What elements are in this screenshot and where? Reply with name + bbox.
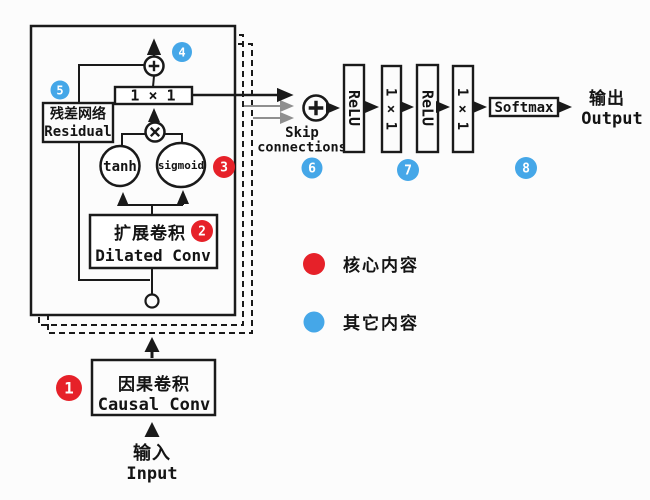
conv-1x1-label: 1 × 1 (130, 87, 175, 105)
badge-2: 2 (191, 220, 213, 242)
plus-icon-residual (148, 60, 160, 72)
dilated-conv-en: Dilated Conv (95, 246, 211, 265)
relu2-label: ReLU (419, 90, 437, 126)
badge-1-circle (56, 375, 82, 401)
badge-3: 3 (213, 156, 235, 178)
badge-3-digit: 3 (220, 161, 228, 176)
residual-label-zh: 残差网络 (50, 106, 106, 122)
conv2-label: 1 × 1 (454, 88, 470, 130)
badge-7-circle (397, 159, 419, 181)
causal-conv-box (90, 358, 217, 417)
plus-icon-skip (308, 100, 324, 116)
legend-core-label: 核心内容 (343, 255, 419, 275)
sigmoid-label: sigmoid (158, 159, 204, 172)
badge-4-digit: 4 (178, 46, 185, 60)
output-label-zh: 输出 (589, 88, 625, 108)
dilated-conv-zh: 扩展卷积 (114, 223, 186, 243)
badge-7-digit: 7 (404, 164, 412, 179)
badge-2-circle (191, 220, 213, 242)
causal-conv-en: Causal Conv (98, 395, 211, 415)
badge-8: 8 (515, 157, 537, 179)
residual-label-en: Residual (44, 124, 111, 140)
residual-bypass-line (78, 64, 150, 281)
badge-2-digit: 2 (198, 225, 206, 240)
sigmoid-node (155, 141, 207, 189)
causal-conv-zh: 因果卷积 (118, 374, 190, 394)
block-input-node (144, 293, 160, 309)
input-label-zh: 输入 (133, 442, 171, 463)
skip-label-line1: Skip (285, 125, 319, 141)
relu1-label: ReLU (345, 90, 363, 126)
badge-8-digit: 8 (522, 162, 530, 177)
badge-6-circle (301, 157, 323, 179)
badge-4-circle (172, 42, 192, 62)
tanh-node (99, 144, 141, 188)
multiply-icon (149, 126, 161, 138)
legend-other-dot (303, 311, 325, 333)
residual-label-box (41, 101, 115, 144)
badge-1: 1 (56, 375, 82, 401)
tanh-to-mult-line (121, 133, 147, 147)
relu1-box (342, 63, 366, 154)
softmax-label: Softmax (494, 100, 554, 116)
legend-core-dot (303, 253, 325, 275)
output-label-en: Output (581, 109, 642, 129)
legend-other-label: 其它内容 (343, 313, 419, 333)
badge-5-digit: 5 (56, 84, 63, 98)
input-label-en: Input (126, 464, 177, 484)
legend: 核心内容 其它内容 (303, 253, 419, 333)
badge-6-digit: 6 (308, 162, 316, 177)
badge-5-circle (50, 80, 70, 100)
sigmoid-to-mult-line (165, 133, 183, 144)
badge-7: 7 (397, 159, 419, 181)
badge-5: 5 (50, 80, 70, 100)
badge-8-circle (515, 157, 537, 179)
badge-1-digit: 1 (64, 379, 74, 398)
badge-4: 4 (172, 42, 192, 62)
1x1-to-sum-line (152, 75, 155, 88)
badge-3-circle (213, 156, 235, 178)
tanh-label: tanh (103, 159, 137, 175)
conv1-label: 1 × 1 (383, 88, 399, 130)
skip-label-line2: connections (257, 140, 346, 156)
badge-6: 6 (301, 157, 323, 179)
